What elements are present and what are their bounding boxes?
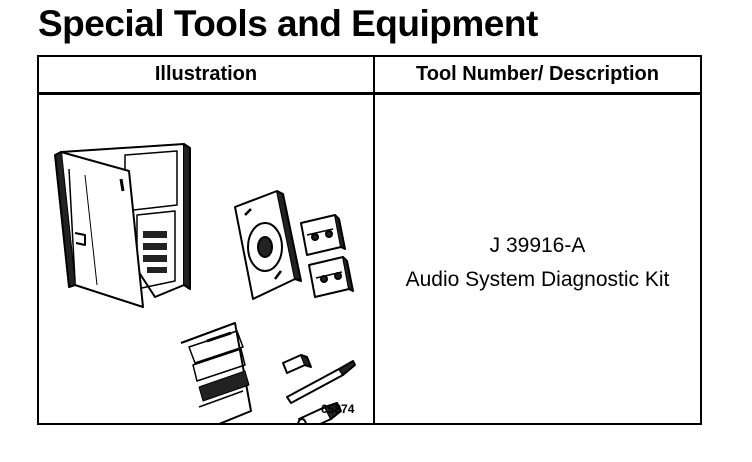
- carrying-case-illustration: [54, 143, 191, 308]
- connector-block-illustration: [282, 354, 312, 374]
- cassette-tape-illustration: [300, 214, 346, 256]
- page-title: Special Tools and Equipment: [38, 3, 538, 44]
- illustration-cell: 65874: [39, 95, 373, 423]
- diagnostic-kit-illustration: [54, 143, 356, 423]
- header-illustration: Illustration: [154, 63, 258, 85]
- cylinder-adapter-illustration: [297, 402, 342, 423]
- compact-disc-illustration: [234, 190, 302, 300]
- column-divider: [373, 57, 375, 423]
- probe-tool-illustration: [286, 360, 356, 404]
- tool-description: Audio System Diagnostic Kit: [405, 268, 670, 291]
- special-tools-table: Illustration Tool Number/ Description: [37, 55, 702, 425]
- tool-number: J 39916-A: [489, 234, 586, 257]
- figure-number: 65874: [321, 402, 355, 416]
- description-cell: J 39916-A Audio System Diagnostic Kit: [375, 95, 700, 423]
- instruction-manual-illustration: [180, 322, 252, 423]
- cassette-tape-illustration: [308, 256, 354, 298]
- table-header-row: Illustration Tool Number/ Description: [39, 57, 700, 95]
- header-tool-number-description: Tool Number/ Description: [416, 63, 659, 85]
